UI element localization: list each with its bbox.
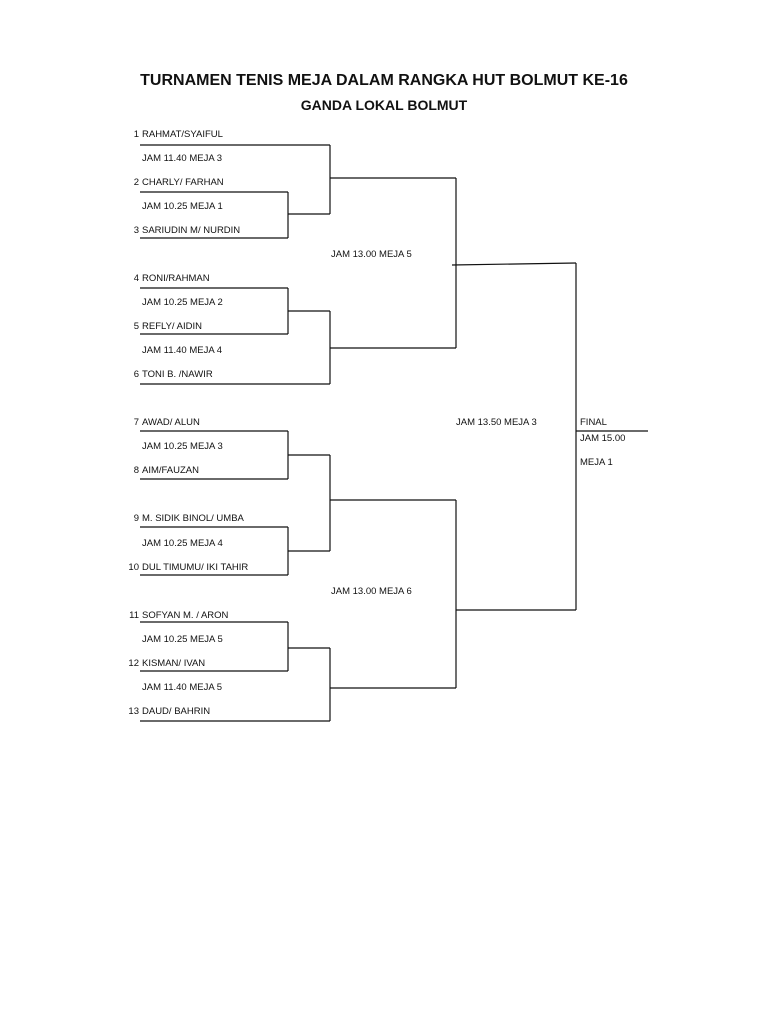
match-schedule: JAM 10.25 MEJA 4 — [142, 538, 223, 549]
final-table: MEJA 1 — [580, 457, 613, 468]
final-time: JAM 15.00 — [580, 433, 626, 444]
page-subtitle: GANDA LOKAL BOLMUT — [300, 97, 468, 113]
team-name: M. SIDIK BINOL/ UMBA — [142, 513, 244, 524]
team-number: 7 — [133, 417, 139, 428]
team-name: TONI B. /NAWIR — [142, 369, 213, 380]
team-name: SARIUDIN M/ NURDIN — [142, 225, 241, 236]
team-name: AIM/FAUZAN — [142, 465, 200, 476]
match-schedule: JAM 11.40 MEJA 5 — [142, 682, 223, 693]
match-schedule: JAM 10.25 MEJA 1 — [142, 201, 223, 212]
match-schedule: JAM 10.25 MEJA 5 — [142, 634, 223, 645]
final-label: FINAL — [580, 417, 607, 428]
team-number: 10 — [128, 562, 139, 573]
match-schedule: JAM 10.25 MEJA 3 — [142, 441, 223, 452]
match-schedule: JAM 11.40 MEJA 4 — [142, 345, 223, 356]
team-number: 11 — [129, 610, 139, 621]
match-schedule: JAM 11.40 MEJA 3 — [142, 153, 223, 164]
team-name: CHARLY/ FARHAN — [142, 177, 224, 188]
match-schedule: JAM 10.25 MEJA 2 — [142, 297, 223, 308]
team-name: DUL TIMUMU/ IKI TAHIR — [142, 562, 249, 573]
team-name: REFLY/ AIDIN — [142, 321, 203, 332]
team-number: 8 — [133, 465, 139, 476]
semifinal-schedule: JAM 13.00 MEJA 6 — [331, 586, 412, 597]
semifinal-schedule: JAM 13.00 MEJA 5 — [331, 249, 412, 260]
team-number: 4 — [133, 273, 139, 284]
team-number: 13 — [128, 706, 139, 717]
team-name: RONI/RAHMAN — [142, 273, 210, 284]
team-name: AWAD/ ALUN — [142, 417, 200, 428]
semifinal-1-out — [451, 262, 577, 266]
team-number: 12 — [128, 658, 139, 669]
page-title: TURNAMEN TENIS MEJA DALAM RANGKA HUT BOL… — [140, 72, 628, 89]
semifinal-schedule: JAM 13.50 MEJA 3 — [456, 417, 537, 428]
team-number: 5 — [133, 321, 139, 332]
team-name: DAUD/ BAHRIN — [142, 706, 211, 717]
team-name: KISMAN/ IVAN — [142, 658, 206, 669]
team-number: 6 — [133, 369, 139, 380]
team-name: SOFYAN M. / ARON — [142, 610, 229, 621]
team-number: 9 — [133, 513, 139, 524]
team-number: 3 — [133, 225, 139, 236]
team-number: 2 — [133, 177, 139, 188]
team-number: 1 — [133, 129, 139, 140]
team-name: RAHMAT/SYAIFUL — [142, 129, 223, 140]
